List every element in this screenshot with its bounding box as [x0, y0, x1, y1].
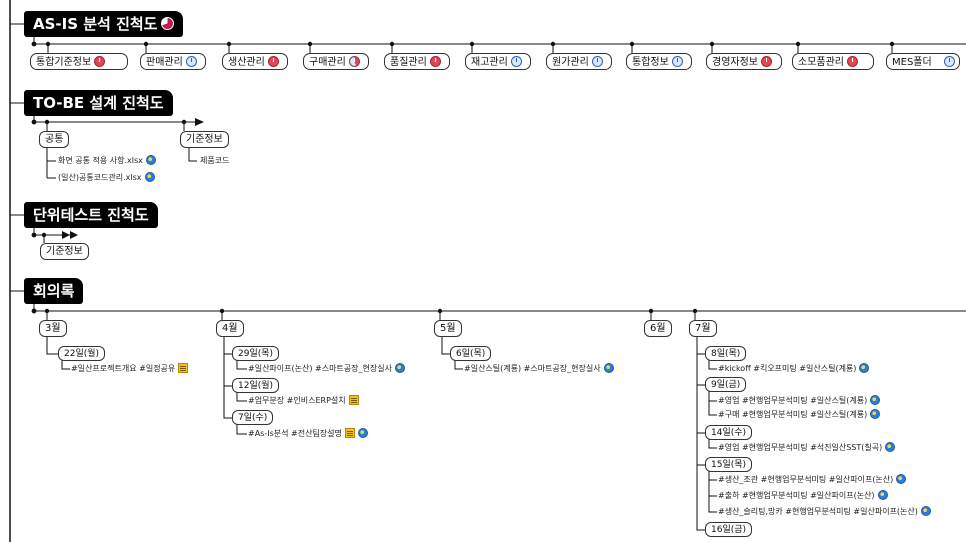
day-apr-29[interactable]: 29일(목)	[232, 346, 280, 361]
meeting-apr-7[interactable]: #As-Is분석 #전산팀장설명	[248, 428, 368, 440]
link-globe-icon	[144, 172, 155, 182]
tobe-common-file-1[interactable]: 화면 공통 적용 사항.xlsx	[58, 155, 156, 167]
link-globe-icon	[357, 428, 368, 438]
status-clock-icon	[761, 56, 772, 67]
link-globe-icon	[870, 409, 881, 419]
asis-section-title[interactable]: AS-IS 분석 진척도	[24, 11, 184, 37]
link-globe-icon	[394, 363, 405, 373]
tobe-common-node[interactable]: 공통	[39, 131, 70, 148]
note-icon	[348, 395, 359, 405]
asis-item-mes-folder[interactable]: MES폴더	[886, 53, 960, 70]
meeting-jul-9-sales[interactable]: #영업 #현행업무분석미팅 #일산스틸(계룡)	[718, 395, 881, 407]
meeting-jul-15-slitting[interactable]: #생산_슬리팅,망카 #현행업무분석미팅 #일산파이프(논산)	[718, 506, 931, 518]
unit-title-text: 단위테스트 진척도	[33, 206, 149, 224]
meeting-apr-29[interactable]: #일산파이프(논산) #스마트공장_현장실사	[248, 363, 405, 375]
tobe-base-product-code[interactable]: 제품코드	[200, 156, 230, 165]
meeting-apr-12[interactable]: #업무분장 #인비스ERP설치	[248, 395, 359, 407]
progress-pie-icon	[161, 17, 175, 30]
asis-item-consumables[interactable]: 소모품관리	[792, 53, 874, 70]
status-clock-icon	[267, 56, 279, 67]
link-globe-icon	[896, 474, 907, 484]
link-globe-icon	[145, 155, 156, 165]
status-clock-icon	[671, 56, 683, 67]
tobe-base-node[interactable]: 기준정보	[180, 131, 229, 148]
meeting-jul-8[interactable]: #kickoff #킥오프미팅 #일산스틸(계룡)	[718, 363, 870, 375]
asis-item-production[interactable]: 생산관리	[222, 53, 288, 70]
status-clock-icon	[94, 56, 106, 67]
month-march[interactable]: 3월	[39, 320, 67, 337]
link-globe-icon	[885, 442, 896, 452]
link-globe-icon	[603, 363, 614, 373]
meeting-jul-15-shipping[interactable]: #출하 #현행업무분석미팅 #일산파이프(논산)	[718, 490, 888, 502]
month-june[interactable]: 6월	[644, 320, 672, 337]
day-jul-8[interactable]: 8일(목)	[705, 346, 747, 361]
asis-item-sales[interactable]: 판매관리	[140, 53, 206, 70]
day-apr-7[interactable]: 7일(수)	[232, 410, 274, 425]
asis-item-quality[interactable]: 품질관리	[384, 53, 450, 70]
month-july[interactable]: 7월	[689, 320, 717, 337]
day-may-6[interactable]: 6일(목)	[450, 346, 492, 361]
unit-base-node[interactable]: 기준정보	[40, 243, 89, 260]
month-april[interactable]: 4월	[216, 320, 244, 337]
day-mar-22[interactable]: 22일(월)	[58, 346, 106, 361]
status-clock-icon	[185, 56, 197, 67]
asis-item-executive-info[interactable]: 경영자정보	[706, 53, 782, 70]
day-apr-12[interactable]: 12일(월)	[232, 378, 280, 393]
note-icon	[178, 363, 189, 373]
status-clock-icon	[429, 56, 441, 67]
meeting-jul-14[interactable]: #영업 #현행업무분석미팅 #석진일산SST(칠곡)	[718, 442, 896, 454]
status-clock-icon	[847, 56, 858, 67]
meeting-jul-9-purchase[interactable]: #구매 #현행업무분석미팅 #일산스틸(계룡)	[718, 409, 881, 421]
asis-item-inventory[interactable]: 재고관리	[465, 53, 531, 70]
month-may[interactable]: 5월	[434, 320, 462, 337]
asis-item-cost[interactable]: 원가관리	[546, 53, 612, 70]
day-jul-9[interactable]: 9일(금)	[705, 377, 747, 392]
day-jul-14[interactable]: 14일(수)	[705, 425, 753, 440]
day-jul-16[interactable]: 16일(금)	[705, 522, 753, 537]
minutes-title-text: 회의록	[33, 282, 75, 300]
note-icon	[344, 428, 355, 438]
asis-title-text: AS-IS 분석 진척도	[33, 15, 158, 33]
meeting-jul-15-pipe[interactable]: #생산_조관 #현행업무분석미팅 #일산파이프(논산)	[718, 474, 907, 486]
unit-section-title[interactable]: 단위테스트 진척도	[24, 202, 158, 228]
day-jul-15[interactable]: 15일(목)	[705, 457, 753, 472]
tobe-title-text: TO-BE 설계 진척도	[33, 94, 164, 112]
status-clock-icon	[591, 56, 603, 67]
status-clock-icon	[943, 56, 955, 67]
link-globe-icon	[859, 363, 870, 373]
meeting-may-6[interactable]: #일산스틸(계룡) #스마트공장_현장실사	[464, 363, 614, 375]
meeting-mar-22[interactable]: #일산프로젝트개요 #일정공유	[71, 363, 189, 375]
link-globe-icon	[870, 395, 881, 405]
link-globe-icon	[920, 506, 931, 516]
link-globe-icon	[877, 490, 888, 500]
asis-item-integrated-info[interactable]: 통합정보	[626, 53, 692, 70]
status-clock-icon	[348, 56, 360, 67]
minutes-section-title[interactable]: 회의록	[24, 278, 84, 304]
asis-item-purchase[interactable]: 구매관리	[303, 53, 369, 70]
status-clock-icon	[510, 56, 522, 67]
tobe-section-title[interactable]: TO-BE 설계 진척도	[24, 90, 173, 116]
tobe-common-file-2[interactable]: (일산)공통코드관리.xlsx	[58, 172, 155, 184]
asis-item-integrated-master[interactable]: 통합기준정보	[30, 53, 128, 70]
